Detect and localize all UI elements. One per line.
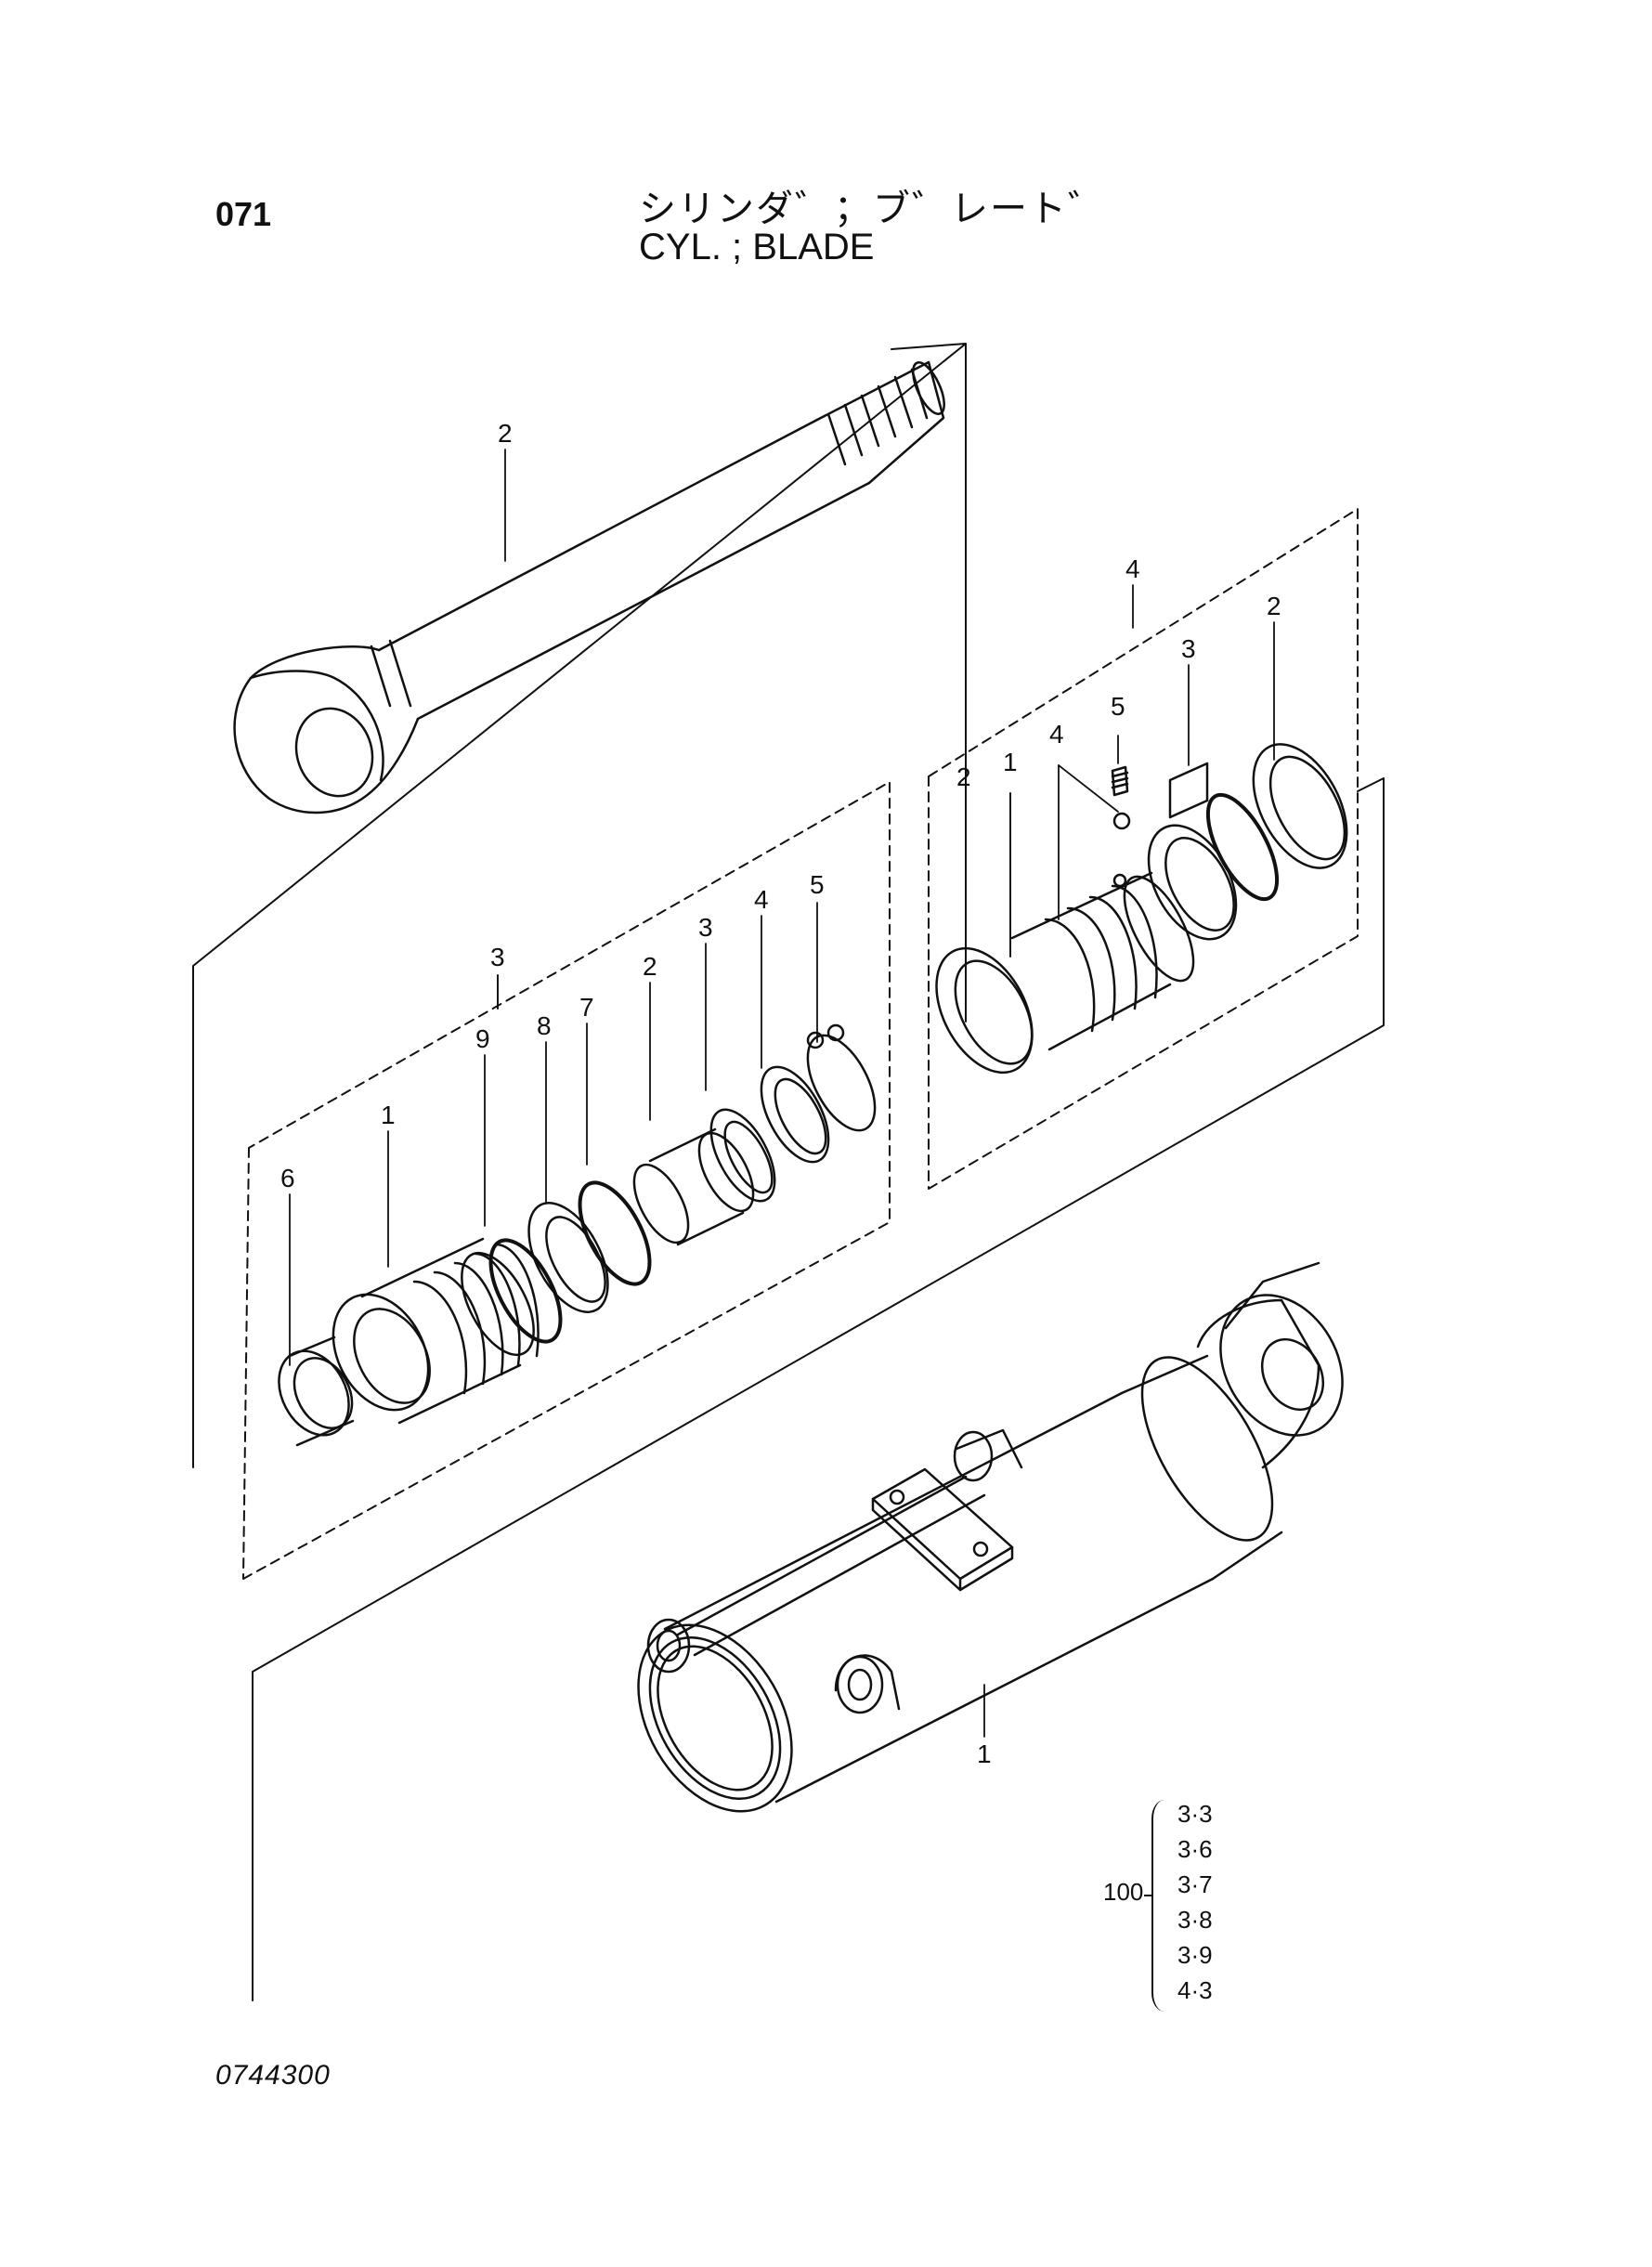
callout-piston-1: 1 (381, 1101, 396, 1129)
tube-bracket (252, 777, 1385, 2001)
page-number: 071 (215, 195, 272, 233)
callout-rod: 2 (498, 419, 513, 448)
callout-head-5: 5 (1111, 692, 1125, 721)
title-english: CYL. ; BLADE (639, 227, 875, 267)
piston-rod (233, 360, 945, 814)
title-japanese: シリンダ゛；ブ゛レート゛ (639, 189, 1107, 229)
callout-head-4: 4 (1049, 720, 1064, 749)
callout-leaders (289, 449, 1275, 1738)
callout-piston-3: 3 (698, 913, 713, 942)
rod-bracket (192, 343, 967, 1468)
callout-piston-6: 6 (280, 1164, 295, 1192)
head-kit-box (928, 508, 1359, 1190)
reference-item: 3·8 (1177, 1906, 1213, 1934)
head-assembly (935, 743, 1348, 1075)
reference-item: 3·9 (1177, 1941, 1213, 1969)
callout-piston-5: 5 (810, 870, 825, 899)
reference-item: 3·6 (1177, 1835, 1213, 1863)
callout-piston-7: 7 (579, 993, 594, 1022)
reference-brace (1151, 1800, 1166, 2012)
callout-piston-4: 4 (754, 885, 769, 914)
callout-head-3: 3 (1181, 634, 1196, 663)
callout-head-2b: 2 (1267, 592, 1281, 620)
reference-list: 3·3 3·6 3·7 3·8 3·9 4·3 (1177, 1796, 1213, 2008)
piston-kit-box (242, 781, 891, 1580)
drawing-number: 0744300 (215, 2060, 331, 2091)
cylinder-tube (637, 1261, 1344, 1813)
reference-brace-tip (1144, 1895, 1153, 1896)
reference-item: 3·3 (1177, 1800, 1213, 1828)
callout-tube: 1 (977, 1739, 992, 1768)
callout-piston-kit: 3 (490, 943, 505, 971)
callout-head-kit: 4 (1125, 554, 1140, 583)
callout-head-1: 1 (1003, 748, 1018, 776)
callout-head-2a: 2 (956, 762, 971, 791)
piston-assembly (278, 1023, 877, 1447)
callout-piston-9: 9 (475, 1024, 490, 1053)
callout-piston-8: 8 (537, 1011, 552, 1040)
reference-item: 3·7 (1177, 1870, 1213, 1898)
callout-piston-2: 2 (643, 952, 657, 981)
reference-item: 4·3 (1177, 1976, 1213, 2004)
reference-quantity: 100 (1103, 1878, 1144, 1906)
